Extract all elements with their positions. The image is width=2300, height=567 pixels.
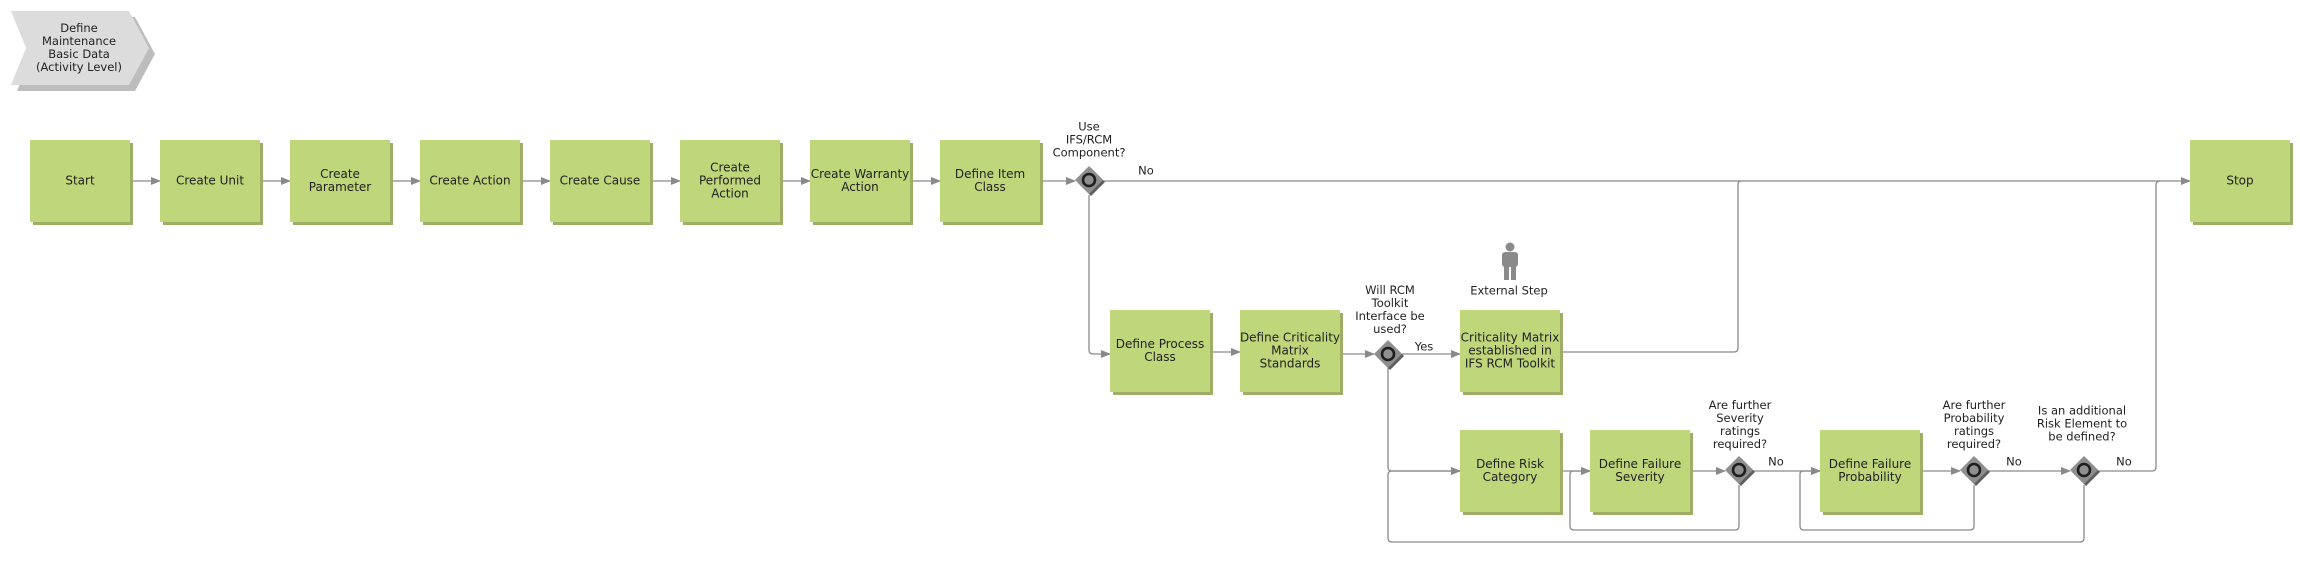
connector-lines — [130, 177, 2191, 543]
connector-line — [1569, 467, 1740, 531]
gateway-diamond — [2070, 456, 2098, 484]
box-body — [1240, 310, 1340, 392]
external-step-group: External Step — [1470, 242, 1548, 298]
box-start[interactable]: Start — [30, 140, 133, 225]
box-create-unit[interactable]: Create Unit — [160, 140, 263, 225]
box-body — [160, 140, 260, 222]
connector-line — [1560, 180, 1743, 353]
box-label: Create Unit — [176, 174, 244, 188]
connector-line — [1387, 368, 1461, 475]
box-label: Create Action — [429, 174, 510, 188]
box-label: Create Cause — [560, 174, 641, 188]
box-body — [680, 140, 780, 222]
box-label: Stop — [2226, 174, 2253, 188]
gateway-diamond — [1374, 340, 1402, 368]
box-body — [940, 140, 1040, 222]
gateway-ring-icon — [1081, 172, 1097, 188]
box-body — [550, 140, 650, 222]
box-body — [1460, 310, 1560, 392]
edge-label-yes-1: Yes — [1414, 340, 1434, 354]
box-body — [1590, 430, 1690, 512]
edge-label-no-2: No — [1768, 455, 1784, 469]
box-body — [290, 140, 390, 222]
gateway-ring-icon — [1380, 346, 1396, 362]
gateway-diamond — [1725, 456, 1753, 484]
connector-line — [1088, 195, 1111, 358]
box-body — [810, 140, 910, 222]
gateway-diamond — [1960, 456, 1988, 484]
gateway-ring-icon — [1966, 462, 1982, 478]
box-create-cause[interactable]: Create Cause — [550, 140, 653, 225]
edge-label-no-1: No — [1138, 164, 1154, 178]
box-stop[interactable]: Stop — [2190, 140, 2293, 225]
box-label: Start — [65, 174, 95, 188]
box-body — [1820, 430, 1920, 512]
connector-line — [1387, 467, 2085, 543]
connector-line — [2098, 180, 2161, 472]
box-body — [30, 140, 130, 222]
box-body — [420, 140, 520, 222]
box-body — [2190, 140, 2290, 222]
edge-label-no-3: No — [2006, 455, 2022, 469]
gateway-ring-icon — [2076, 462, 2092, 478]
connector-line — [1799, 467, 1975, 531]
edge-label-no-4: No — [2116, 455, 2132, 469]
box-body — [1110, 310, 1210, 392]
gateway-diamond — [1075, 166, 1103, 194]
gateway-ring-icon — [1731, 462, 1747, 478]
external-step-label: External Step — [1470, 284, 1548, 298]
header-chevron — [11, 11, 149, 85]
person-icon — [1502, 242, 1518, 280]
box-create-action[interactable]: Create Action — [420, 140, 523, 225]
box-body — [1460, 430, 1560, 512]
